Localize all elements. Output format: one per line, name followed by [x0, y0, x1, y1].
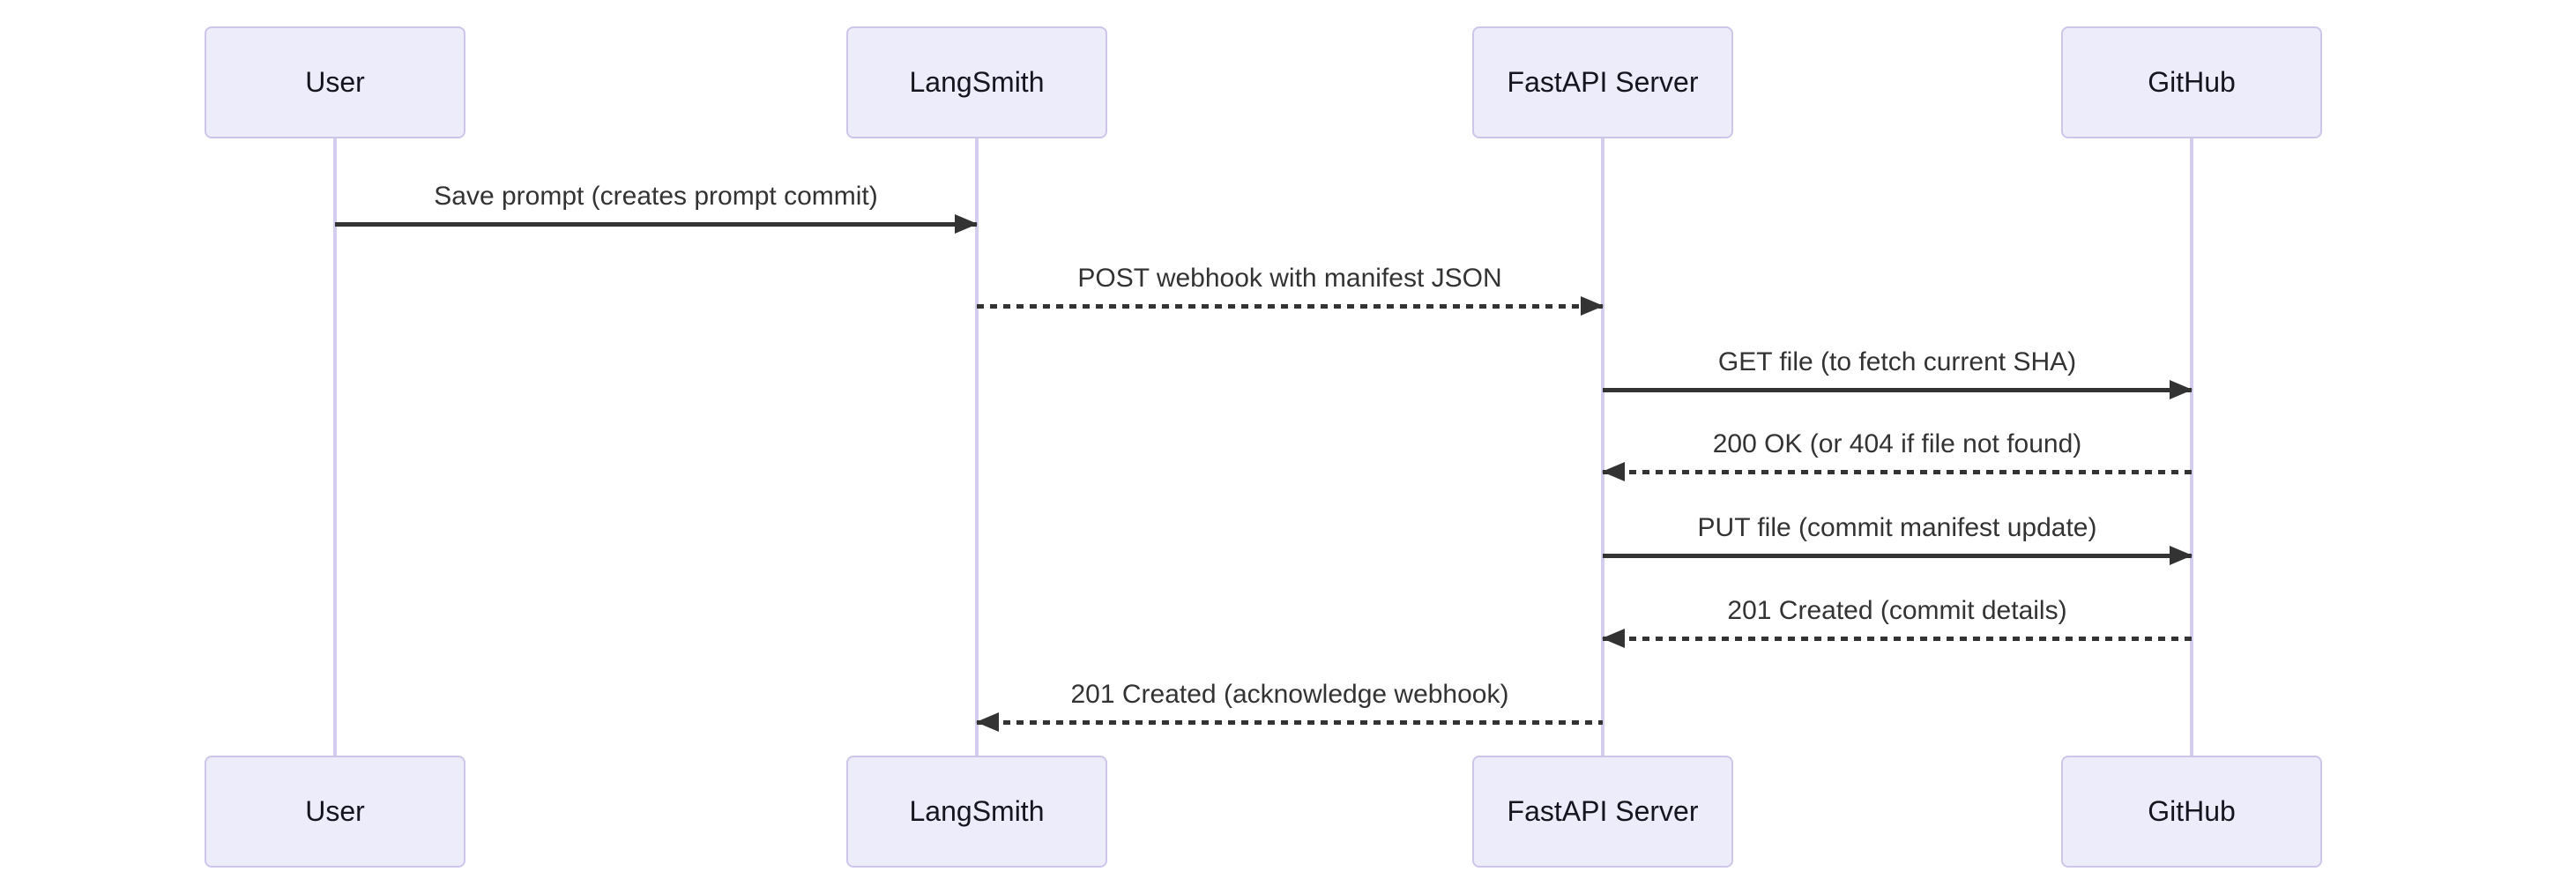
message-label: Save prompt (creates prompt commit) [434, 182, 878, 211]
message-200-ok: 200 OK (or 404 if file not found) [1602, 429, 2192, 486]
actor-label-github-top: GitHub [2148, 66, 2236, 98]
message-201-created-ack: 201 Created (acknowledge webhook) [976, 680, 1603, 736]
actor-label-github-bottom: GitHub [2148, 795, 2236, 827]
actor-label-langsmith-top: LangSmith [909, 66, 1045, 98]
actor-box-github-bottom: GitHub [2061, 756, 2322, 868]
message-post-webhook: POST webhook with manifest JSON [977, 264, 1604, 320]
message-label: GET file (to fetch current SHA) [1717, 347, 2077, 376]
message-label: 201 Created (acknowledge webhook) [1070, 680, 1509, 709]
message-line-solid [1603, 554, 2192, 558]
message-label: PUT file (commit manifest update) [1697, 513, 2097, 542]
arrowhead-left-icon [1602, 462, 1625, 481]
message-line-dashed [977, 720, 1603, 725]
message-line-dashed [1603, 637, 2192, 641]
actor-box-user-top: User [205, 26, 465, 138]
arrowhead-left-icon [976, 712, 999, 732]
actor-box-langsmith-bottom: LangSmith [846, 756, 1107, 868]
actor-box-user-bottom: User [205, 756, 465, 868]
arrowhead-right-icon [1581, 296, 1604, 316]
actor-label-fastapi-server-top: FastAPI Server [1507, 66, 1699, 98]
message-get-file: GET file (to fetch current SHA) [1603, 347, 2193, 404]
arrowhead-right-icon [2170, 546, 2193, 565]
arrowhead-right-icon [955, 214, 978, 234]
message-201-created-details: 201 Created (commit details) [1602, 596, 2192, 652]
message-line-solid [1603, 388, 2192, 392]
lifeline-github [2190, 137, 2193, 757]
message-line-solid [335, 222, 977, 227]
message-line-dashed [1603, 470, 2192, 474]
message-label: POST webhook with manifest JSON [1077, 264, 1502, 293]
lifeline-fastapi-server [1601, 137, 1604, 757]
lifeline-user [333, 137, 337, 757]
actor-box-fastapi-server-top: FastAPI Server [1472, 26, 1733, 138]
actor-box-fastapi-server-bottom: FastAPI Server [1472, 756, 1733, 868]
message-put-file: PUT file (commit manifest update) [1603, 513, 2193, 570]
actor-label-user-top: User [305, 66, 365, 98]
message-line-dashed [977, 304, 1603, 309]
arrowhead-left-icon [1602, 629, 1625, 648]
actor-box-github-top: GitHub [2061, 26, 2322, 138]
actor-label-user-bottom: User [305, 795, 365, 827]
message-label: 201 Created (commit details) [1727, 596, 2067, 625]
actor-label-langsmith-bottom: LangSmith [909, 795, 1045, 827]
actor-box-langsmith-top: LangSmith [846, 26, 1107, 138]
actor-label-fastapi-server-bottom: FastAPI Server [1507, 795, 1699, 827]
message-save-prompt: Save prompt (creates prompt commit) [335, 182, 978, 238]
message-label: 200 OK (or 404 if file not found) [1712, 429, 2082, 458]
arrowhead-right-icon [2170, 380, 2193, 399]
lifeline-langsmith [975, 137, 979, 757]
